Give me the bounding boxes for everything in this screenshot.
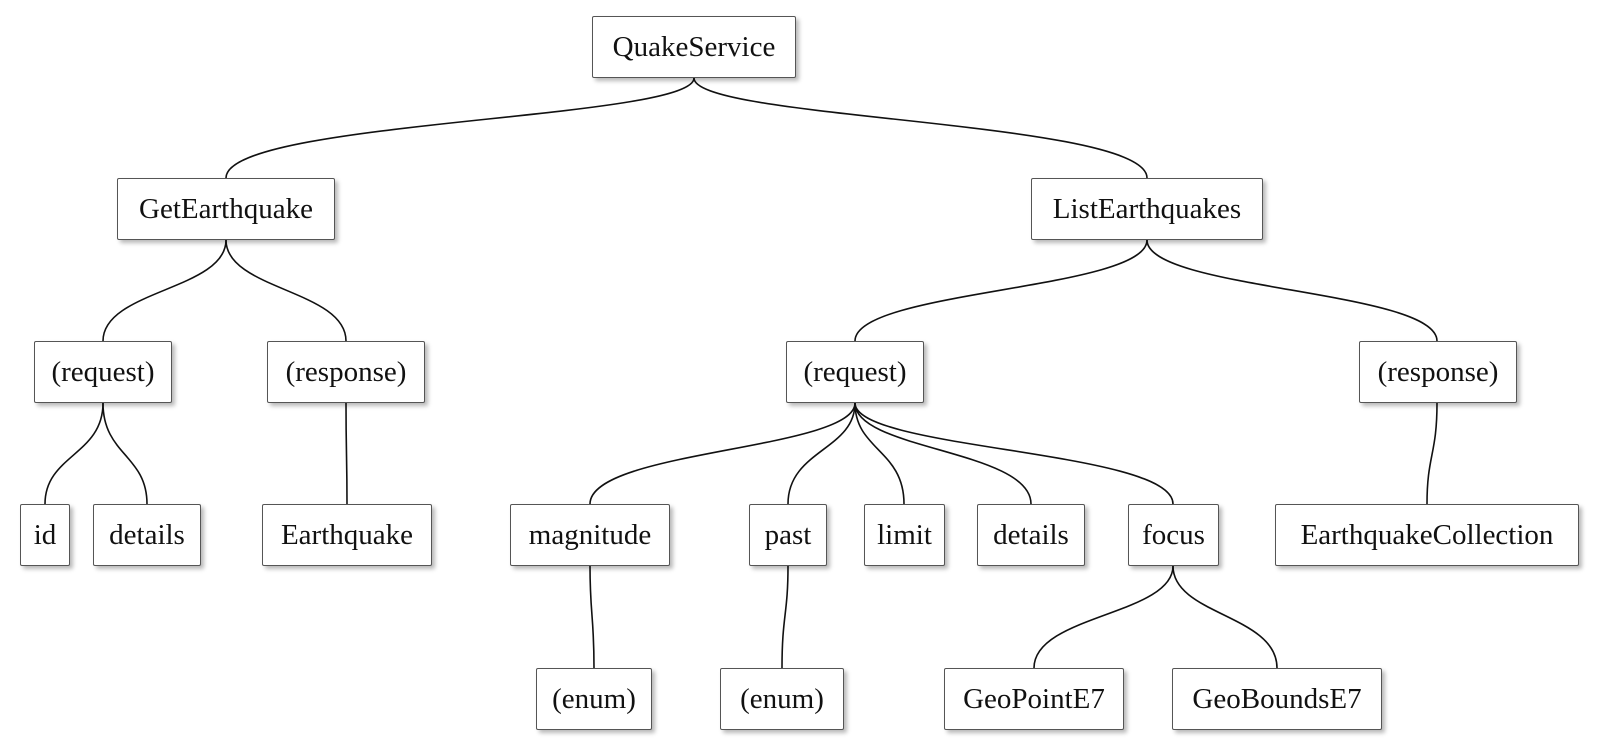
node-past-enum: (enum) (720, 668, 844, 730)
node-earthquakecollection: EarthquakeCollection (1275, 504, 1579, 566)
node-label: (request) (51, 355, 155, 388)
node-label: GeoBoundsE7 (1192, 682, 1362, 715)
node-get-details: details (93, 504, 201, 566)
node-getearthquake: GetEarthquake (117, 178, 335, 240)
edge-root-list (693, 77, 1148, 179)
node-get-response: (response) (267, 341, 425, 403)
node-label: past (764, 518, 812, 551)
edge-get-response (225, 239, 347, 342)
node-list-details: details (977, 504, 1085, 566)
node-focus: focus (1128, 504, 1219, 566)
edge-past-enum (781, 565, 789, 669)
node-label: EarthquakeCollection (1300, 518, 1554, 551)
node-magnitude-enum: (enum) (536, 668, 652, 730)
node-label: id (33, 518, 57, 551)
node-get-request: (request) (34, 341, 172, 403)
node-label: focus (1142, 518, 1205, 551)
node-list-request: (request) (786, 341, 924, 403)
node-past: past (749, 504, 827, 566)
node-label: (response) (285, 355, 407, 388)
node-label: ListEarthquakes (1052, 192, 1242, 225)
node-label: magnitude (528, 518, 652, 551)
edge-list-response-collection (1426, 402, 1438, 505)
edge-list-response (1146, 239, 1438, 342)
edge-get-request (102, 239, 227, 342)
node-label: GeoPointE7 (963, 682, 1105, 715)
edge-list-request-past (787, 402, 856, 505)
node-label: Earthquake (280, 518, 414, 551)
edge-list-request-limit (854, 402, 905, 505)
edge-get-request-details (102, 402, 148, 505)
node-label: (enum) (552, 682, 636, 715)
edge-focus-geopoint (1033, 565, 1174, 669)
edge-list-request-details (854, 402, 1032, 505)
node-geoboundse7: GeoBoundsE7 (1172, 668, 1382, 730)
node-label: details (109, 518, 185, 551)
node-quakeservice: QuakeService (592, 16, 796, 78)
node-listearthquakes: ListEarthquakes (1031, 178, 1263, 240)
edge-list-request-focus (854, 402, 1174, 505)
edge-list-request (854, 239, 1148, 342)
node-label: limit (877, 518, 932, 551)
node-label: QuakeService (612, 30, 776, 63)
node-geopointe7: GeoPointE7 (944, 668, 1124, 730)
node-label: (request) (803, 355, 907, 388)
node-id: id (20, 504, 70, 566)
node-label: details (993, 518, 1069, 551)
node-magnitude: magnitude (510, 504, 670, 566)
node-label: GetEarthquake (139, 192, 313, 225)
node-label: (enum) (740, 682, 824, 715)
node-list-response: (response) (1359, 341, 1517, 403)
edge-magnitude-enum (589, 565, 595, 669)
edge-list-request-magnitude (589, 402, 856, 505)
edge-root-get (225, 77, 695, 179)
node-limit: limit (864, 504, 945, 566)
edge-get-response-earthquake (345, 402, 348, 505)
edge-get-request-id (44, 402, 104, 505)
edge-focus-geobounds (1172, 565, 1278, 669)
node-label: (response) (1377, 355, 1499, 388)
node-earthquake: Earthquake (262, 504, 432, 566)
